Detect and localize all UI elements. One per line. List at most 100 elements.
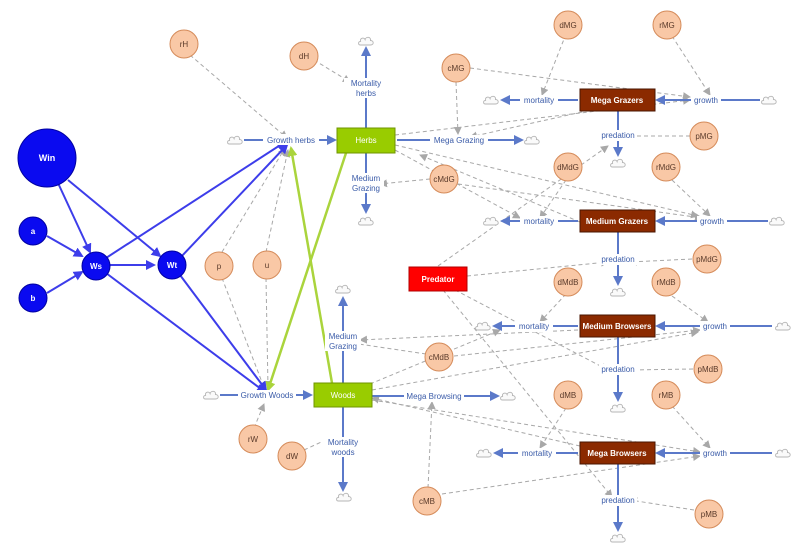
flow-label-mega-grazing: Mega Grazing	[434, 136, 484, 145]
link-pMdB	[629, 365, 694, 374]
link-mega-grazers-grazing	[469, 111, 583, 140]
flow-label-mdg-growth: growth	[700, 217, 724, 226]
flow-label-growth-woods: Growth Woods	[241, 391, 294, 400]
param-dMG[interactable]: dMG	[553, 10, 583, 40]
param-cMB[interactable]: cMB	[412, 486, 442, 516]
flow-label-mega-browsing: Mega Browsing	[406, 392, 461, 401]
driver-nodes: Win a b Ws Wt	[17, 128, 187, 313]
link-cMdB-growth	[453, 326, 701, 357]
param-rW[interactable]: rW	[238, 424, 268, 454]
stock-herbs[interactable]: Herbs	[336, 127, 396, 154]
flow-label-mortality-woods: Mortality	[328, 438, 358, 447]
param-pMdB-label: pMdB	[698, 365, 719, 374]
link-pMB	[629, 497, 695, 511]
flow-label-mdb-mortality: mortality	[519, 322, 549, 331]
cloud-icon	[483, 216, 499, 226]
param-dMB[interactable]: dMB	[553, 380, 583, 410]
param-p-label: p	[217, 262, 222, 271]
parameter-nodes: rH dH p u rW dW dMG rMG cMG pMG dMdG rMd…	[169, 10, 724, 529]
link-rH-growth-herbs	[189, 54, 288, 139]
driver-ws[interactable]: Ws	[81, 251, 111, 281]
param-dMdB[interactable]: dMdB	[553, 267, 583, 297]
link-b-ws	[46, 270, 84, 294]
link-rMB	[671, 405, 711, 449]
link-pMdG	[629, 257, 693, 266]
cloud-icon	[203, 390, 219, 400]
cloud-icon	[524, 135, 540, 145]
stock-mega-browsers[interactable]: Mega Browsers	[579, 441, 656, 465]
param-rH[interactable]: rH	[169, 29, 199, 59]
stock-medium-grazers[interactable]: Medium Grazers	[579, 209, 656, 233]
cloud-icon	[610, 158, 626, 168]
cloud-icon	[336, 492, 352, 502]
stock-woods-label: Woods	[331, 391, 356, 400]
cloud-icon	[476, 448, 492, 458]
param-pMdG[interactable]: pMdG	[692, 244, 722, 274]
flow-label-mb-growth: growth	[703, 449, 727, 458]
param-dMB-label: dMB	[560, 391, 576, 400]
cloud-icon	[610, 533, 626, 543]
link-win-wt	[67, 179, 162, 258]
cloud-icon	[483, 95, 499, 105]
param-pMG-label: pMG	[695, 132, 712, 141]
stock-predator[interactable]: Predator	[408, 266, 468, 292]
flow-label-mortality-herbs: Mortality	[351, 79, 381, 88]
cloud-icon	[475, 321, 491, 331]
param-rH-label: rH	[180, 40, 189, 49]
param-dMdG[interactable]: dMdG	[553, 152, 583, 182]
stock-mega-grazers[interactable]: Mega Grazers	[579, 88, 656, 112]
param-rMdB[interactable]: rMdB	[651, 267, 681, 297]
link-medium-grazers-herbs	[419, 154, 581, 223]
param-rMdB-label: rMdB	[656, 278, 675, 287]
param-rMG[interactable]: rMG	[652, 10, 682, 40]
link-herbs-growth-woods	[265, 152, 348, 392]
param-rW-label: rW	[248, 435, 259, 444]
link-a-ws	[46, 235, 84, 257]
link-dMG	[540, 33, 567, 96]
link-predator-pmb	[442, 289, 613, 498]
param-cMB-label: cMB	[419, 497, 435, 506]
flow-label-mg-growth: growth	[694, 96, 718, 105]
param-pMB-label: pMB	[701, 510, 717, 519]
param-pMdG-label: pMdG	[696, 255, 718, 264]
param-dW-label: dW	[286, 452, 298, 461]
stock-medium-browsers[interactable]: Medium Browsers	[579, 314, 656, 338]
link-p-growth-woods	[221, 277, 267, 391]
param-p[interactable]: p	[204, 251, 234, 281]
driver-a-label: a	[31, 227, 36, 236]
stock-predator-label: Predator	[422, 275, 455, 284]
link-rMdB	[671, 295, 709, 323]
param-dW[interactable]: dW	[277, 441, 307, 471]
param-pMG[interactable]: pMG	[689, 121, 719, 151]
flow-label-mg-predation: predation	[601, 131, 634, 140]
flow-label-mdb-predation: predation	[601, 365, 634, 374]
link-dMdB	[539, 293, 567, 323]
stock-woods[interactable]: Woods	[313, 382, 373, 408]
cloud-icon	[775, 321, 791, 331]
param-cMdG[interactable]: cMdG	[429, 164, 459, 194]
flow-label-mortality-woods-2: woods	[330, 448, 354, 457]
param-cMdB[interactable]: cMdB	[424, 342, 454, 372]
cloud-icon	[610, 403, 626, 413]
driver-b-label: b	[31, 294, 36, 303]
driver-wt-label: Wt	[167, 261, 178, 270]
param-rMdG[interactable]: rMdG	[651, 152, 681, 182]
param-dH[interactable]: dH	[289, 41, 319, 71]
driver-a[interactable]: a	[18, 216, 48, 246]
driver-win[interactable]: Win	[17, 128, 77, 188]
link-dMB	[539, 407, 567, 449]
link-rMG	[671, 35, 711, 96]
link-predator-pmg	[437, 145, 609, 267]
param-pMB[interactable]: pMB	[694, 499, 724, 529]
param-u[interactable]: u	[252, 250, 282, 280]
flow-labels: Growth herbs Mortality herbs Mega Grazin…	[238, 78, 730, 506]
stock-nodes: Herbs Woods Mega Grazers Medium Grazers …	[313, 88, 656, 465]
driver-b[interactable]: b	[18, 283, 48, 313]
cloud-icon	[761, 95, 777, 105]
param-cMdG-label: cMdG	[433, 175, 454, 184]
driver-wt[interactable]: Wt	[157, 250, 187, 280]
link-rMdG	[671, 179, 711, 217]
param-pMdB[interactable]: pMdB	[693, 354, 723, 384]
param-rMB[interactable]: rMB	[651, 380, 681, 410]
param-cMG[interactable]: cMG	[441, 53, 471, 83]
